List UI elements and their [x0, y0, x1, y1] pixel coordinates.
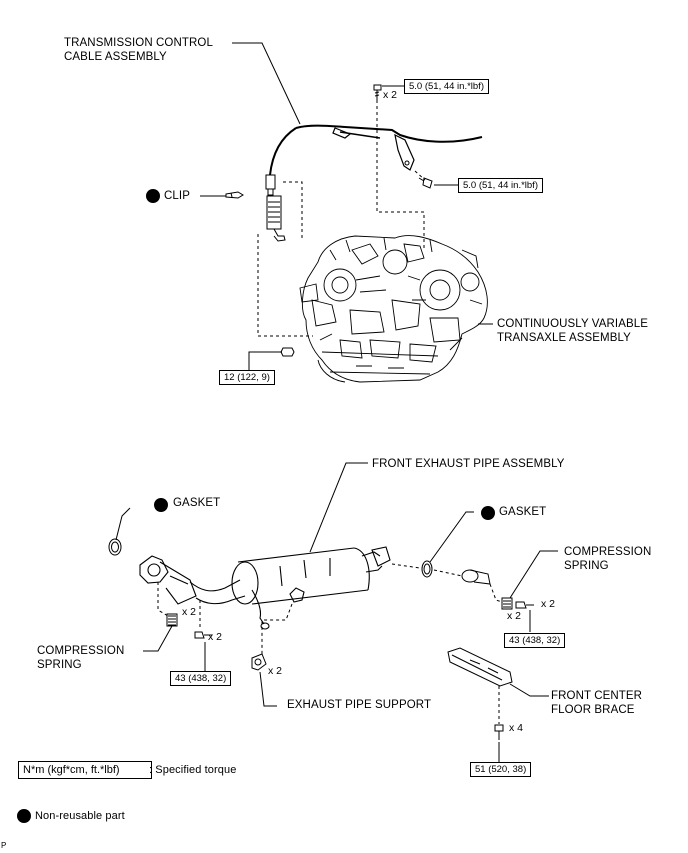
- non-reusable-dot-icon: [17, 809, 31, 823]
- transmission-cable-label-line2: CABLE ASSEMBLY: [64, 51, 167, 63]
- qty-spring-right-b: x 2: [507, 610, 522, 622]
- gasket-left-label: GASKET: [173, 497, 221, 509]
- floor-brace-label-line1: FRONT CENTER: [551, 690, 643, 702]
- torque-cable-bolt-right: 5.0 (51, 44 in.*lbf): [458, 178, 543, 193]
- compression-spring-right-line1: COMPRESSION: [564, 546, 652, 558]
- qty-cable-bolt-top: x 2: [383, 89, 398, 101]
- exhaust-pipe-support-part: [251, 653, 267, 671]
- gaskets: [108, 538, 433, 578]
- springs-and-bolts: [166, 597, 534, 740]
- legend-non-reusable: Non-reusable part: [35, 810, 125, 822]
- torque-brace-bolt: 51 (520, 38): [470, 762, 532, 777]
- non-reusable-dot-icon: [481, 506, 495, 520]
- alignment-lines: [157, 100, 503, 724]
- qty-spring-left-a: x 2: [182, 606, 197, 618]
- rear-pipe-flange: [461, 569, 491, 585]
- leader-lines: [115, 42, 558, 762]
- front-exhaust-pipe-label: FRONT EXHAUST PIPE ASSEMBLY: [372, 458, 565, 470]
- front-exhaust-pipe-assembly: [139, 546, 391, 630]
- non-reusable-dot-icon: [146, 189, 160, 203]
- legend-torque-desc: : Specified torque: [149, 764, 237, 776]
- gasket-right-label: GASKET: [499, 506, 547, 518]
- compression-spring-right-line2: SPRING: [564, 560, 609, 572]
- qty-spring-left-b: x 2: [208, 631, 223, 643]
- torque-spring-left: 43 (438, 32): [170, 671, 232, 686]
- cable-bolts: [373, 84, 433, 189]
- compression-spring-left-line2: SPRING: [37, 659, 82, 671]
- non-reusable-dot-icon: [154, 498, 168, 512]
- torque-nut-12: 12 (122, 9): [219, 370, 275, 385]
- legend-torque-unit-box: N*m (kgf*cm, ft.*lbf): [18, 761, 152, 779]
- cvt-label-line1: CONTINUOUSLY VARIABLE: [497, 318, 648, 330]
- torque-spring-right: 43 (438, 32): [504, 633, 566, 648]
- cvt-label-line2: TRANSAXLE ASSEMBLY: [497, 332, 631, 344]
- compression-spring-left-line1: COMPRESSION: [37, 645, 125, 657]
- clip-part: [225, 191, 244, 199]
- qty-brace-bolt: x 4: [509, 722, 524, 734]
- qty-spring-right-a: x 2: [541, 598, 556, 610]
- qty-support: x 2: [268, 665, 283, 677]
- corner-mark: P: [1, 841, 7, 850]
- cvt-transaxle: [299, 235, 488, 383]
- transmission-control-cable: [265, 124, 483, 242]
- transaxle-nut: [280, 347, 295, 357]
- floor-brace-part: [447, 647, 513, 687]
- torque-cable-bolt-top: 5.0 (51, 44 in.*lbf): [404, 79, 489, 94]
- floor-brace-label-line2: FLOOR BRACE: [551, 704, 635, 716]
- transmission-cable-label-line1: TRANSMISSION CONTROL: [64, 37, 213, 49]
- exhaust-pipe-support-label: EXHAUST PIPE SUPPORT: [287, 699, 432, 711]
- clip-label: CLIP: [164, 190, 190, 202]
